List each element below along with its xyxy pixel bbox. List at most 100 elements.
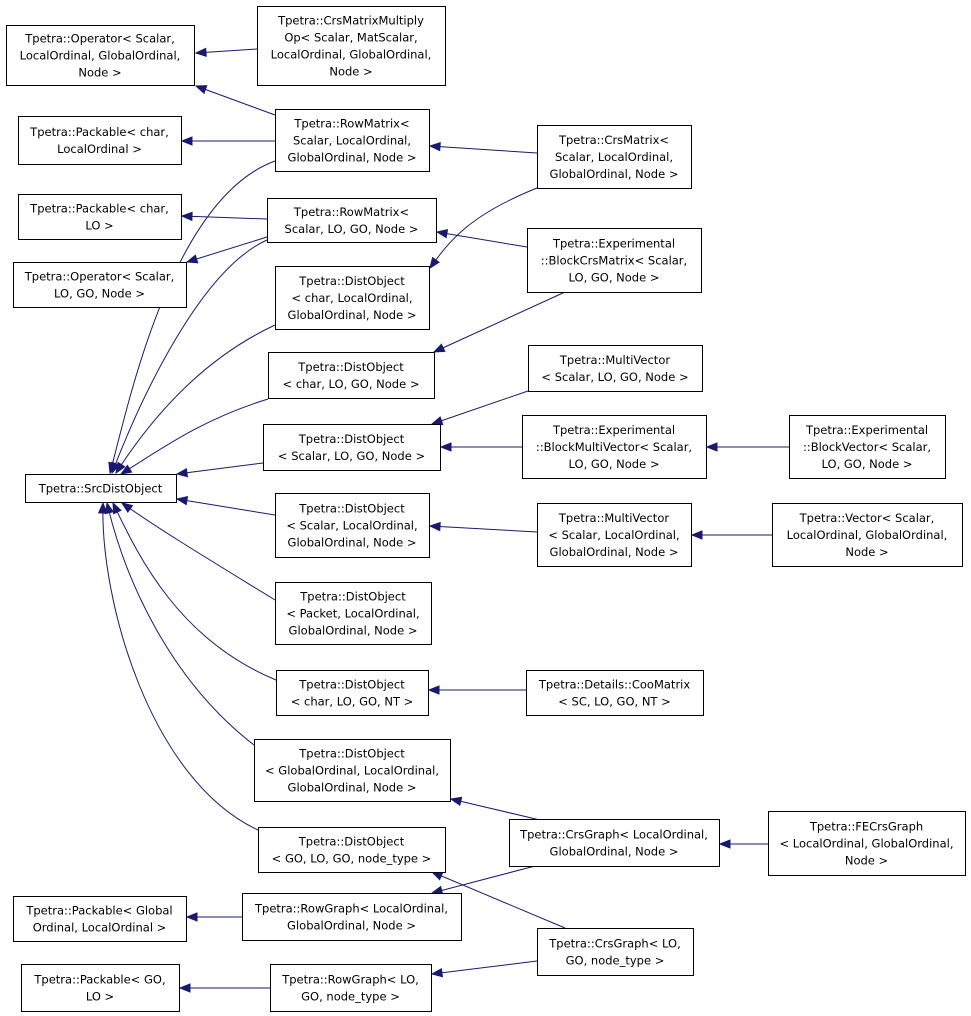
node-crsmatrix[interactable]: Tpetra::CrsMatrix<Scalar, LocalOrdinal,G… (537, 125, 692, 189)
node-multivector-lo-go[interactable]: Tpetra::MultiVector< Scalar, LO, GO, Nod… (528, 345, 703, 392)
node-packable-char-localordinal[interactable]: Tpetra::Packable< char,LocalOrdinal > (18, 116, 182, 165)
node-box (25, 474, 177, 503)
edge-arrowhead (429, 256, 440, 270)
edge-arrowhead (427, 685, 440, 695)
node-label-line: Tpetra::CrsMatrix< (558, 133, 669, 147)
edge-line (120, 398, 269, 475)
node-fecrsgraph[interactable]: Tpetra::FECrsGraph< LocalOrdinal, Global… (768, 811, 966, 876)
node-label-line: Tpetra::DistObject (298, 502, 405, 516)
node-label-line: LocalOrdinal > (57, 142, 142, 156)
node-label-line: Tpetra::SrcDistObject (38, 482, 163, 496)
node-crsgraph-localordinal[interactable]: Tpetra::CrsGraph< LocalOrdinal,GlobalOrd… (509, 819, 720, 867)
node-label-line: Tpetra::DistObject (298, 274, 405, 288)
node-label-line: LocalOrdinal, GlobalOrdinal, (20, 49, 181, 63)
node-distobject-globalordinal[interactable]: Tpetra::DistObject< GlobalOrdinal, Local… (254, 739, 451, 802)
node-label-line: < char, LocalOrdinal, (291, 291, 412, 305)
edge-arrowhead (178, 983, 191, 993)
node-blockmultivector[interactable]: Tpetra::Experimental::BlockMultiVector< … (522, 415, 707, 479)
edge-arrowhead (97, 501, 108, 514)
node-label-line: LO, GO, Node > (569, 271, 660, 285)
node-rowmatrix-lo-go[interactable]: Tpetra::RowMatrix<Scalar, LO, GO, Node > (267, 198, 437, 243)
node-label-line: < Scalar, LO, GO, Node > (278, 449, 425, 463)
node-label-line: < Packet, LocalOrdinal, (286, 607, 419, 621)
node-label-line: < Scalar, LO, GO, Node > (541, 370, 688, 384)
edges-layer (97, 47, 789, 993)
edge-arrowhead (428, 521, 441, 532)
node-box (267, 198, 437, 243)
node-label-line: GlobalOrdinal, Node > (288, 151, 417, 165)
node-label-line: Tpetra::Operator< Scalar, (24, 32, 175, 46)
node-distobject-char-nt[interactable]: Tpetra::DistObject< char, LO, GO, NT > (276, 670, 429, 716)
node-crsgraph-lo[interactable]: Tpetra::CrsGraph< LO,GO, node_type > (537, 928, 694, 976)
node-label-line: Tpetra::Experimental (552, 423, 675, 437)
node-coomatrix[interactable]: Tpetra::Details::CooMatrix< SC, LO, GO, … (526, 670, 704, 716)
node-multivector-localordinal[interactable]: Tpetra::MultiVector< Scalar, LocalOrdina… (537, 503, 692, 567)
edge-arrowhead (119, 464, 133, 475)
node-packable-globalordinal[interactable]: Tpetra::Packable< GlobalOrdinal, LocalOr… (13, 896, 187, 942)
node-distobject-packet[interactable]: Tpetra::DistObject< Packet, LocalOrdinal… (275, 582, 432, 645)
node-label-line: Tpetra::CrsGraph< LO, (548, 937, 680, 951)
node-vector[interactable]: Tpetra::Vector< Scalar,LocalOrdinal, Glo… (772, 503, 963, 567)
node-box (275, 109, 430, 172)
node-distobject-char-localordinal[interactable]: Tpetra::DistObject< char, LocalOrdinal,G… (275, 266, 430, 330)
edge-arrowhead (194, 47, 207, 58)
node-distobject-scalar-localordinal[interactable]: Tpetra::DistObject< Scalar, LocalOrdinal… (275, 493, 430, 558)
node-srcdistobject[interactable]: Tpetra::SrcDistObject (25, 474, 177, 503)
edge-arrowhead (194, 85, 208, 95)
node-label-line: GlobalOrdinal, Node > (550, 167, 679, 181)
node-label-line: Tpetra::Experimental (805, 423, 928, 437)
node-rowgraph-localordinal[interactable]: Tpetra::RowGraph< LocalOrdinal,GlobalOrd… (242, 893, 462, 941)
node-label-line: Node > (845, 854, 888, 868)
node-operator-scalar-localordinal[interactable]: Tpetra::Operator< Scalar,LocalOrdinal, G… (6, 25, 195, 86)
node-box (772, 503, 963, 567)
node-blockvector[interactable]: Tpetra::Experimental::BlockVector< Scala… (789, 415, 946, 479)
node-label-line: GlobalOrdinal, Node > (550, 545, 679, 559)
node-blockcrsmatrix[interactable]: Tpetra::Experimental::BlockCrsMatrix< Sc… (527, 228, 702, 293)
node-distobject-char-lo-go[interactable]: Tpetra::DistObject< char, LO, GO, Node > (268, 352, 435, 399)
node-box (789, 415, 946, 479)
edge-arrowhead (175, 467, 189, 478)
edge-arrowhead (112, 501, 122, 515)
edge-line (111, 239, 268, 474)
edge-arrowhead (435, 229, 449, 239)
edge-line (176, 462, 264, 475)
node-label-line: Ordinal, LocalOrdinal > (33, 921, 167, 935)
nodes-layer: Tpetra::Operator< Scalar,LocalOrdinal, G… (6, 6, 966, 1012)
node-label-line: Tpetra::MultiVector (559, 353, 670, 367)
node-rowmatrix-localordinal[interactable]: Tpetra::RowMatrix<Scalar, LocalOrdinal,G… (275, 109, 430, 172)
node-operator-scalar-lo-go[interactable]: Tpetra::Operator< Scalar,LO, GO, Node > (13, 262, 187, 308)
node-label-line: Tpetra::FECrsGraph (809, 820, 923, 834)
node-box (13, 896, 187, 942)
node-distobject-go-node-type[interactable]: Tpetra::DistObject< GO, LO, GO, node_typ… (258, 827, 446, 873)
node-box (537, 125, 692, 189)
edge-line (431, 390, 529, 425)
edge-arrowhead (185, 254, 199, 264)
edge-rowmatrix_full-to-op_scalar_lo_go (194, 85, 276, 116)
edge-arrowhead (120, 502, 134, 513)
edge-rowgraph_full-to-packable_global (185, 912, 242, 922)
node-label-line: < char, LO, GO, Node > (283, 377, 420, 391)
node-label-line: < GO, LO, GO, node_type > (272, 852, 432, 866)
edge-arrowhead (432, 343, 446, 353)
node-box (526, 670, 704, 716)
edge-line (429, 145, 538, 154)
node-label-line: LO > (85, 219, 113, 233)
node-packable-go-lo[interactable]: Tpetra::Packable< GO,LO > (21, 964, 180, 1012)
node-box (276, 670, 429, 716)
node-distobject-scalar-lo-go[interactable]: Tpetra::DistObject< Scalar, LO, GO, Node… (263, 424, 441, 471)
node-box (522, 415, 707, 479)
edge-rowmatrix_short-to-op_scalar_LO_GO (185, 236, 268, 264)
edge-line (431, 865, 536, 894)
node-packable-char-lo[interactable]: Tpetra::Packable< char,LO > (18, 194, 182, 240)
node-rowgraph-lo[interactable]: Tpetra::RowGraph< LO,GO, node_type > (270, 964, 432, 1012)
edge-line (176, 498, 276, 516)
edge-arrowhead (428, 141, 441, 152)
node-label-line: Tpetra::Operator< Scalar, (24, 270, 175, 284)
edge-distobj_scalar_full-to-srcdistobject (175, 496, 276, 516)
edge-line (436, 231, 528, 248)
node-label-line: LO, GO, Node > (54, 287, 145, 301)
edge-line (186, 236, 268, 263)
edge-distobj_packet-to-srcdistobject (120, 502, 276, 601)
node-box (258, 827, 446, 873)
